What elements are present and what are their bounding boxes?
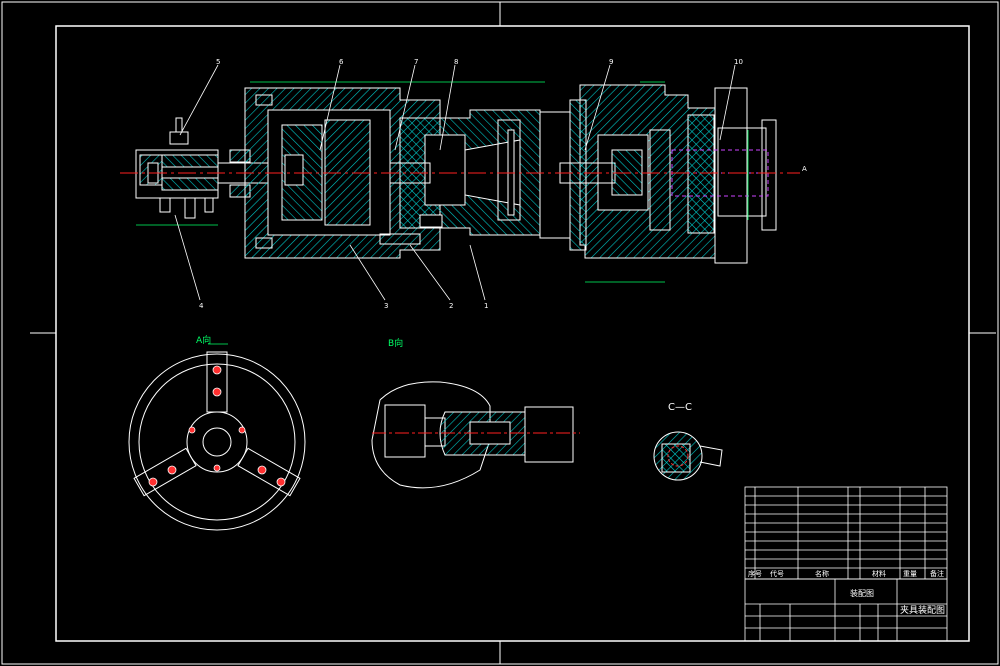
balloon-label: 1 bbox=[484, 302, 488, 310]
balloon-label: 4 bbox=[199, 302, 204, 310]
view-b-label: B向 bbox=[388, 337, 403, 349]
view-b: B向 bbox=[371, 337, 580, 489]
bom-header-material: 材料 bbox=[872, 569, 886, 578]
main-assembly-view: A 5 6 7 8 9 10 bbox=[120, 58, 807, 310]
balloon-label: 7 bbox=[414, 58, 418, 66]
section-mark-label: A bbox=[802, 165, 807, 173]
section-cc-label: C—C bbox=[668, 402, 692, 413]
balloon-label: 5 bbox=[216, 58, 220, 66]
drawing-title: 夹具装配图 bbox=[900, 604, 945, 616]
title-block bbox=[744, 486, 948, 642]
balloon-label: 8 bbox=[454, 58, 458, 66]
centering-marks bbox=[30, 2, 996, 664]
view-a-chuck-face: A向 bbox=[128, 334, 306, 531]
balloon-label: 2 bbox=[449, 302, 453, 310]
bom-header-code: 代号 bbox=[770, 569, 784, 578]
bom-header-name: 名称 bbox=[815, 569, 829, 578]
balloon-label: 3 bbox=[384, 302, 388, 310]
bom-header-weight: 重量 bbox=[903, 570, 917, 578]
bom-header-seq: 序号 bbox=[748, 569, 762, 578]
balloon-label: 9 bbox=[609, 58, 613, 66]
section-cc: C—C bbox=[653, 402, 723, 481]
balloon-label: 10 bbox=[734, 58, 743, 66]
drawing-subtitle: 装配图 bbox=[850, 588, 874, 598]
balloon-label: 6 bbox=[339, 58, 344, 66]
view-a-label: A向 bbox=[196, 334, 211, 346]
bom-header-remark: 备注 bbox=[930, 569, 944, 578]
